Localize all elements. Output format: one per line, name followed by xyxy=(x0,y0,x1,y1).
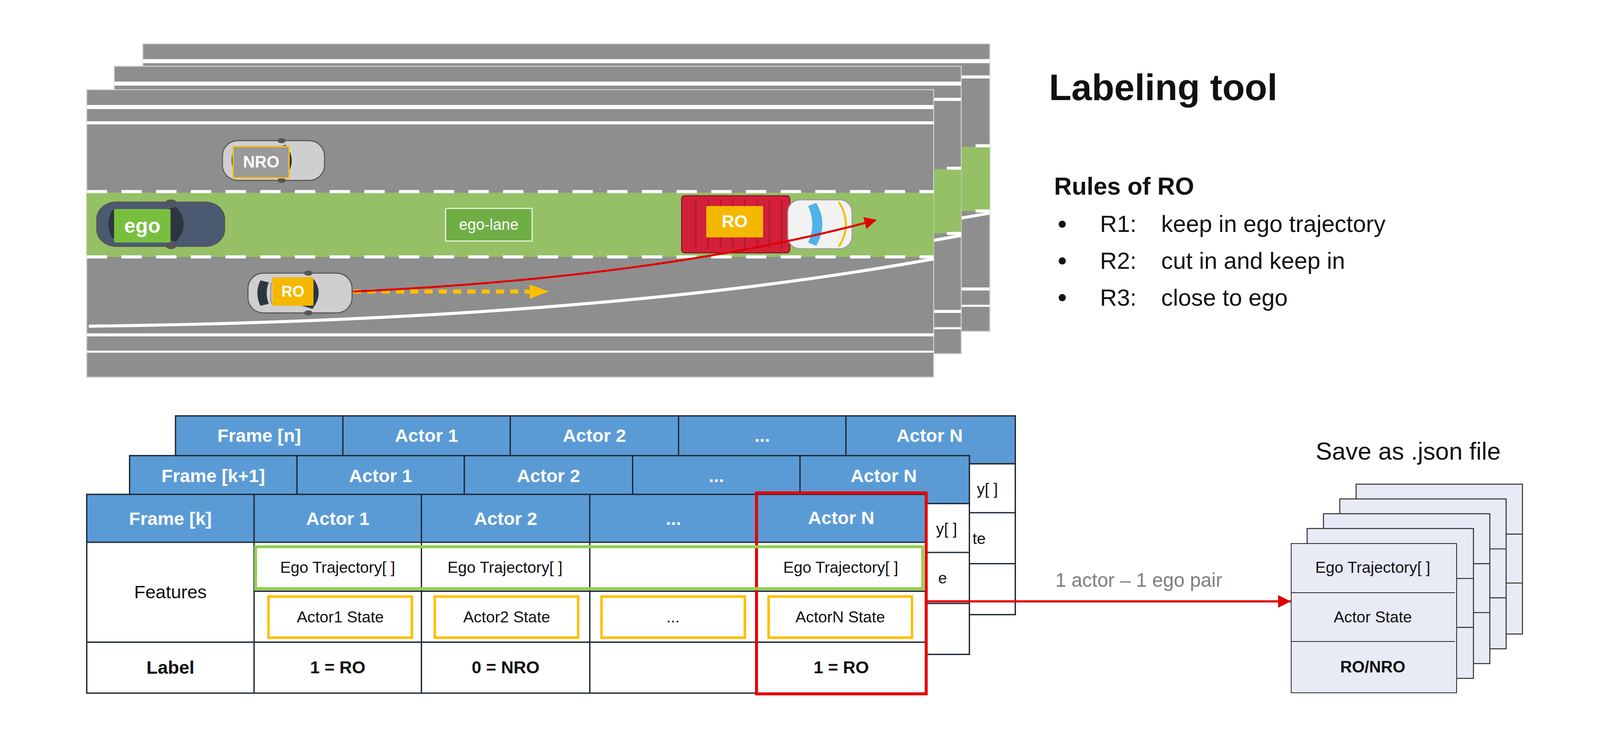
object-tag: NRO xyxy=(232,145,290,179)
label-cell: 1 = RO xyxy=(254,642,422,694)
ro-car xyxy=(248,270,353,316)
node-text: Ego Trajectory[ ] xyxy=(256,548,420,588)
node-text: Actor2 State xyxy=(436,598,577,637)
actor-state-box: Actor2 State xyxy=(433,595,580,640)
node-text: ego xyxy=(114,209,171,243)
node-text: Actor State xyxy=(1290,593,1455,643)
ego-car xyxy=(97,199,225,249)
object-tag: RO xyxy=(706,206,764,238)
node-text: ... xyxy=(602,598,744,637)
section-heading: Rules of RO xyxy=(1054,168,1310,206)
table-front xyxy=(86,494,927,694)
truck xyxy=(681,195,853,254)
stack-heading: Save as .json file xyxy=(1280,432,1536,471)
diagram-title: Labeling tool xyxy=(1048,61,1386,115)
frame-header: Frame [n] xyxy=(175,416,344,455)
object-tag: RO xyxy=(272,277,314,306)
node-text: Actor N xyxy=(758,494,925,543)
truck xyxy=(696,199,782,249)
nro-car xyxy=(222,138,325,184)
node-text: Actor1 State xyxy=(269,598,411,637)
actor-header: Actor 1 xyxy=(296,457,465,495)
rule-text: keep in ego trajectory xyxy=(1161,207,1499,241)
truck xyxy=(838,201,846,247)
bullets xyxy=(1058,294,1066,302)
actor-state-box: ActorN State xyxy=(767,595,914,640)
row-header: Features xyxy=(86,542,255,643)
ego-tag: ego xyxy=(114,209,171,243)
table-cell-fragment: e xyxy=(930,554,947,602)
truck xyxy=(787,199,853,249)
table-cell-fragment: y[ ] xyxy=(965,466,999,514)
actor-header: Actor 2 xyxy=(464,457,633,495)
bullets xyxy=(1058,220,1066,302)
node-text: Ego Trajectory[ ] xyxy=(1290,543,1455,594)
trajectory-arrows xyxy=(352,220,876,292)
frame-header: Frame [k] xyxy=(86,495,255,543)
actor-state-box: Actor1 State xyxy=(267,595,414,640)
actor-header: Actor 2 xyxy=(510,416,679,455)
frame-header: Frame [k+1] xyxy=(129,457,298,495)
actor-header: ... xyxy=(632,457,800,495)
bullets xyxy=(1058,257,1066,265)
rule-text: close to ego xyxy=(1161,281,1499,315)
selected-column-box: Actor N 1 = RO ActorN State xyxy=(755,491,928,696)
actor-header: Actor 1 xyxy=(254,495,422,543)
row-header: Label xyxy=(86,642,255,694)
label-cell: 0 = NRO xyxy=(421,642,591,694)
node-text: 1 = RO xyxy=(758,642,925,694)
node-text: Ego Trajectory[ ] xyxy=(759,548,923,588)
connector-arrow xyxy=(927,600,1291,603)
actor-header: ... xyxy=(678,416,847,455)
node-text: ActorN State xyxy=(769,598,911,637)
node-text: NRO xyxy=(233,147,289,178)
actor-header: Actor N xyxy=(800,457,968,495)
table-cell-fragment: y[ ] xyxy=(928,505,957,553)
rule-id: R2: xyxy=(1099,244,1156,278)
actor-header: Actor 1 xyxy=(342,416,511,455)
trajectory-arrows xyxy=(352,220,876,299)
rule-id: R3: xyxy=(1099,281,1156,315)
json-record: Ego Trajectory[ ]Actor StateRO/NRO xyxy=(1290,543,1458,694)
truck xyxy=(808,202,823,246)
node-text: RO xyxy=(706,206,764,238)
rule-text: cut in and keep in xyxy=(1161,244,1499,278)
trajectory-arrows xyxy=(529,284,550,300)
node-text: RO xyxy=(272,277,314,306)
table-cell-fragment: te xyxy=(967,514,986,563)
lane-tag: ego-lane xyxy=(444,207,533,242)
node-text: Ego Trajectory[ ] xyxy=(423,548,587,588)
actor-header: Actor 2 xyxy=(421,495,591,543)
node-text: ego-lane xyxy=(446,209,532,241)
actor-state-box: ... xyxy=(600,595,747,640)
rule-id: R1: xyxy=(1099,207,1156,241)
bullets xyxy=(1058,220,1066,228)
actor-header: ... xyxy=(589,495,758,543)
connector-label: 1 actor – 1 ego pair xyxy=(1055,570,1223,592)
node-text: RO/NRO xyxy=(1290,642,1455,693)
road-frame-front xyxy=(86,89,934,378)
ego-trajectory-band: Ego Trajectory[ ]Ego Trajectory[ ]Ego Tr… xyxy=(254,545,925,591)
actor-header: Actor N xyxy=(845,416,1014,455)
